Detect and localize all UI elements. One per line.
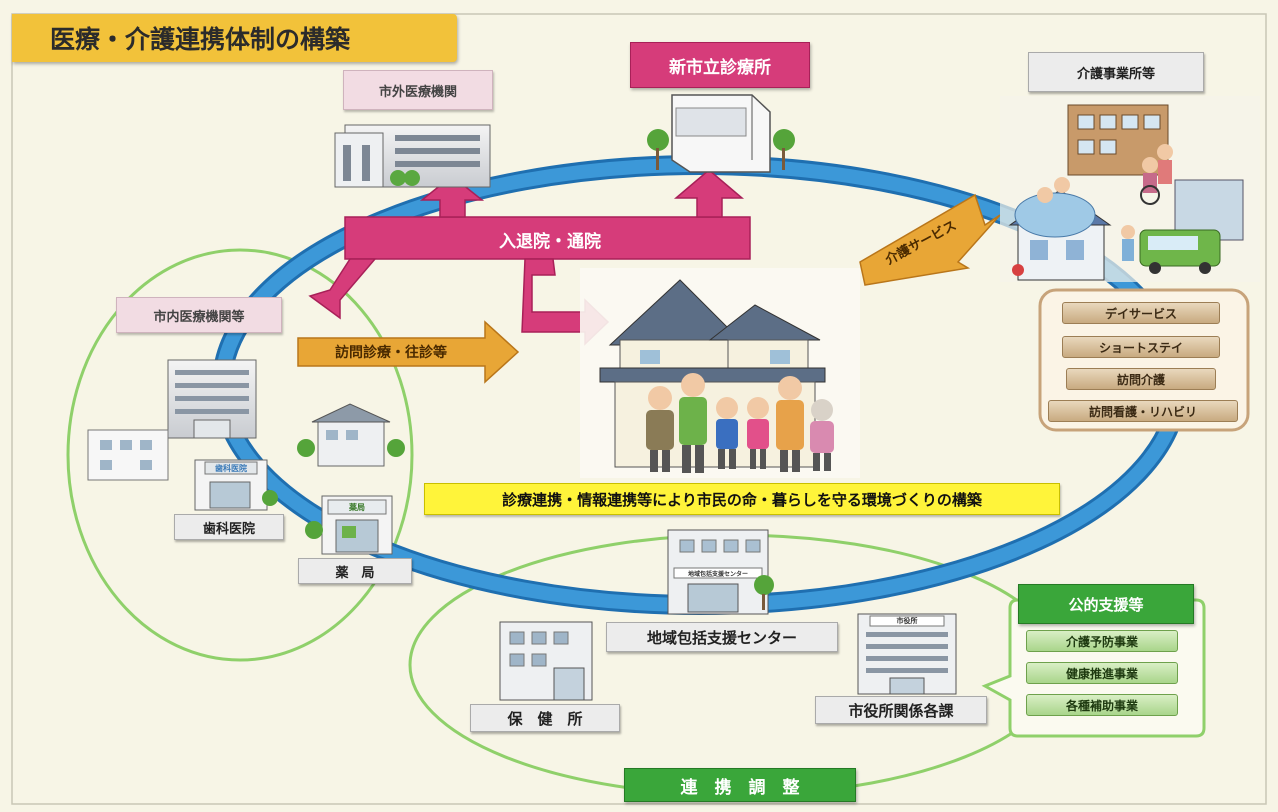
community-center-illustration	[667, 529, 774, 615]
arrow-up-outside	[419, 175, 485, 218]
dental-sign: 歯科医院	[215, 463, 247, 473]
pharmacy-illustration	[305, 495, 393, 555]
family-people	[646, 373, 834, 473]
clinic-house-illustration	[297, 403, 405, 467]
city-medical-circle	[66, 248, 414, 662]
care-service-day: デイサービス	[1062, 302, 1220, 324]
clinic-small-illustration	[87, 429, 169, 481]
care-service-short-stay: ショートステイ	[1062, 336, 1220, 358]
city-medical-label: 市内医療機関等	[116, 297, 282, 333]
care-services-box	[1038, 288, 1250, 432]
public-service-subsidy: 各種補助事業	[1026, 694, 1178, 716]
home-visit-arrow	[297, 320, 520, 384]
pharmacy-label: 薬 局	[298, 558, 412, 584]
page-title: 医療・介護連携体制の構築	[12, 14, 457, 62]
hospital-outside-illustration	[334, 124, 491, 188]
main-banner: 診療連携・情報連携等により市民の命・暮らしを守る環境づくりの構築	[424, 483, 1060, 515]
care-offices-label: 介護事業所等	[1028, 52, 1204, 92]
public-support-label: 公的支援等	[1018, 584, 1194, 624]
community-center-label: 地域包括支援センター	[606, 622, 838, 652]
home-visit-arrow-label: 訪問診療・往診等	[335, 345, 447, 361]
home-family-illustration	[580, 268, 860, 478]
frame-border	[11, 13, 1267, 805]
city-hall-illustration	[857, 613, 957, 695]
city-hall-label: 市役所関係各課	[815, 696, 987, 724]
care-facilities-illustration	[1000, 96, 1260, 282]
new-clinic-illustration	[647, 94, 795, 173]
admission-arrow-label: 入退院・通院	[499, 231, 601, 252]
care-service-arrow	[859, 193, 1001, 286]
public-service-prevention: 介護予防事業	[1026, 630, 1178, 652]
admission-arrow-bar	[344, 216, 751, 260]
outside-medical-label: 市外医療機関	[343, 70, 493, 110]
dental-clinic-illustration	[194, 459, 278, 511]
city-hospital-illustration	[167, 359, 257, 439]
public-service-health: 健康推進事業	[1026, 662, 1178, 684]
arrow-down-city	[308, 258, 377, 320]
new-clinic-label: 新市立診療所	[630, 42, 810, 88]
pharmacy-sign: 薬局	[349, 502, 365, 512]
arrow-up-clinic	[673, 169, 745, 218]
care-service-home-care: 訪問介護	[1066, 368, 1216, 390]
health-center-label: 保 健 所	[470, 704, 620, 732]
dental-label: 歯科医院	[174, 514, 284, 540]
center-sign: 地域包括支援センター	[687, 570, 748, 578]
care-service-nursing-rehab: 訪問看護・リハビリ	[1048, 400, 1238, 422]
cityhall-sign: 市役所	[896, 617, 918, 625]
coordination-label: 連 携 調 整	[624, 768, 856, 802]
health-center-illustration	[499, 621, 593, 701]
